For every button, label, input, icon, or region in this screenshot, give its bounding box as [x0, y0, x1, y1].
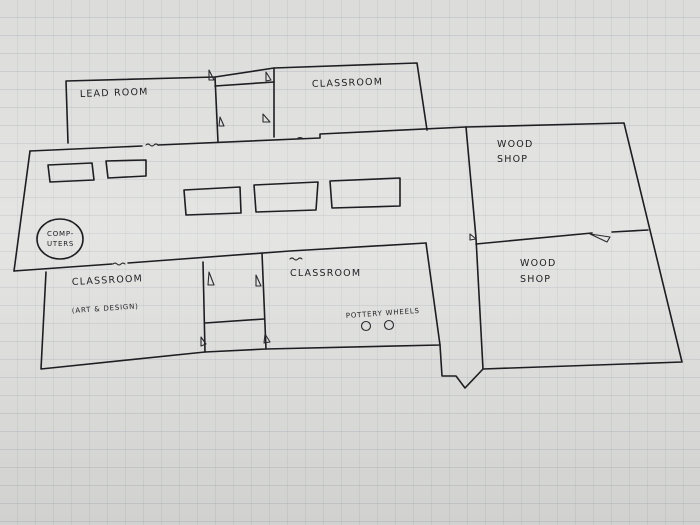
door-swing-icon — [218, 116, 225, 127]
table — [253, 181, 319, 213]
wood-shop-bottom-label-2: SHOP — [520, 274, 551, 285]
wood-shop-bottom-label-1: WOOD — [520, 258, 556, 269]
wood-shop-outline — [465, 122, 683, 370]
window-squiggle — [112, 262, 126, 266]
computers-label-1: COMP- — [47, 230, 74, 238]
computers-label-2: UTERS — [47, 240, 74, 248]
classroom-pottery-label: CLASSROOM — [290, 268, 361, 279]
table — [329, 177, 401, 209]
classroom-art-label-2: (ART & DESIGN) — [72, 302, 139, 315]
door-swing-icon — [200, 336, 207, 347]
bottom-hall-right-wall — [261, 252, 267, 350]
top-hall-crossbar — [214, 81, 275, 87]
door-swing-icon — [469, 233, 477, 241]
top-wing-outline — [65, 62, 428, 144]
window-squiggle — [145, 143, 159, 147]
window-squiggle — [297, 136, 303, 139]
bottom-hall-left-wall — [202, 261, 206, 353]
wood-shop-top-label-1: WOOD — [497, 139, 533, 150]
corridor-left-wall — [13, 150, 31, 272]
door-swing-icon — [255, 274, 262, 287]
pottery-wheel-icon — [383, 319, 395, 331]
bottom-wing-outline — [40, 242, 441, 370]
door-swing-icon — [265, 71, 272, 82]
corridor-right-wall — [465, 126, 484, 370]
table — [183, 186, 242, 216]
door-swing-icon — [207, 271, 215, 286]
pottery-wheel-icon — [360, 320, 372, 332]
table — [47, 162, 95, 183]
bottom-notch — [439, 344, 484, 389]
bottom-hall-crossbar — [204, 318, 265, 324]
lead-room-label: LEAD ROOM — [80, 87, 149, 100]
classroom-art-label-1: CLASSROOM — [72, 273, 144, 288]
corridor-top-wall — [29, 126, 467, 152]
pottery-wheels-label: POTTERY WHEELS — [346, 307, 420, 320]
corridor-bottom-wall — [13, 242, 427, 272]
door-swing-icon — [262, 113, 271, 123]
wood-shop-top-label-2: SHOP — [497, 154, 528, 165]
table — [105, 159, 147, 179]
wood-shop-divider — [475, 229, 649, 245]
window-squiggle — [289, 257, 303, 261]
door-swing-icon — [589, 233, 611, 243]
top-hall-left-wall — [214, 76, 219, 143]
door-swing-icon — [208, 69, 215, 81]
computers-circle — [36, 218, 84, 260]
door-swing-icon — [263, 333, 271, 344]
classroom-top-label: CLASSROOM — [312, 77, 384, 90]
